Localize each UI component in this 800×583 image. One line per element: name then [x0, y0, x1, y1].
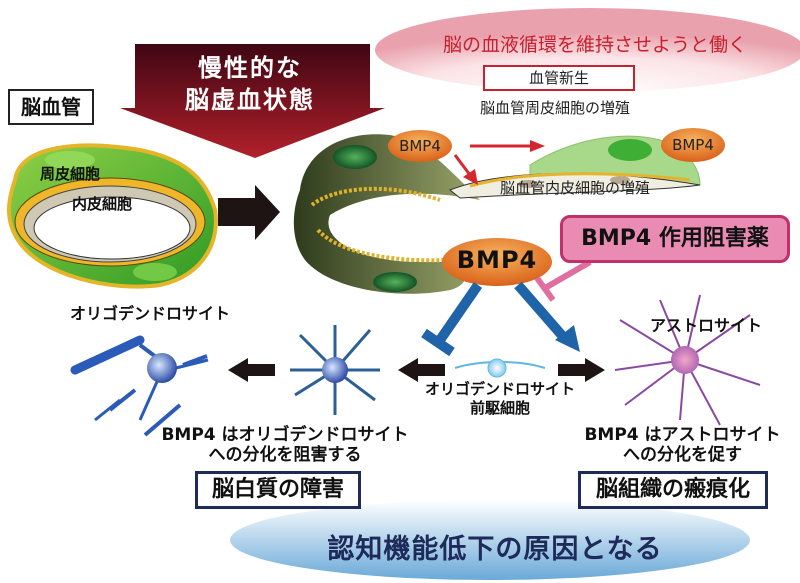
- astro-desc-line-1: BMP4 はアストロサイト: [584, 425, 781, 445]
- bmp4-label-small-left: BMP4: [399, 137, 441, 155]
- ischemia-arrow: [120, 44, 385, 158]
- arrow-to-astrocyte: [558, 358, 605, 382]
- damaged-vessel: [293, 134, 480, 294]
- conclusion-banner-shape: [230, 500, 750, 580]
- astrocyte-label: アストロサイト: [650, 316, 763, 335]
- astro-desc-line-2: への分化を促す: [623, 445, 742, 465]
- bmp4-oval-main: [442, 238, 552, 286]
- bmp4-inhibitor-label: BMP4 作用阻害薬: [560, 215, 790, 263]
- progression-arrow: [218, 185, 280, 240]
- healthy-vessel: [7, 143, 218, 289]
- ischemia-label: 慢性的な 脳虚血状態: [140, 52, 360, 116]
- endothelial-label: 内皮細胞: [72, 195, 133, 213]
- opc-label-line-2: 前駆細胞: [469, 399, 530, 417]
- tissue-scarring-box: 脳組織の瘢痕化: [578, 471, 768, 509]
- oligodendrocyte-label: オリゴデンドロサイト: [70, 304, 231, 323]
- opc-cell: [454, 358, 546, 378]
- inhibitor-connector: [534, 259, 592, 302]
- top-banner-shape: [375, 8, 800, 92]
- bmp4-oval-small-right: [661, 128, 725, 162]
- oligo-desc-line-1: BMP4 はオリゴデンドロサイト: [161, 425, 409, 445]
- ischemia-line-1: 慢性的な: [198, 54, 302, 82]
- bmp4-pathways: [421, 281, 580, 357]
- oligo-desc-line-2: への分化を阻害する: [208, 445, 362, 465]
- astrocyte-description: BMP4 はアストロサイト への分化を促す: [565, 425, 800, 465]
- angiogenesis-arrows: [453, 140, 545, 185]
- ischemia-line-2: 脳虚血状態: [185, 86, 315, 114]
- conclusion-text: 認知機能低下の原因となる: [327, 534, 663, 565]
- pericyte-label: 周皮細胞: [40, 165, 101, 183]
- oligodendrocyte-description: BMP4 はオリゴデンドロサイト への分化を阻害する: [150, 425, 420, 465]
- bmp4-oval-small-left: [388, 130, 452, 162]
- oligodendrocyte-cell: [70, 335, 209, 437]
- astrocyte-cell: [614, 294, 761, 426]
- pericyte-proliferation-label: 脳血管周皮細胞の増殖: [480, 99, 631, 117]
- bmp4-label-main: BMP4: [456, 246, 538, 274]
- cerebral-vessel-title: 脳血管: [8, 89, 94, 125]
- arrow-to-oligodendrocyte: [228, 358, 275, 382]
- arrow-to-oligo-precursor: [398, 358, 445, 382]
- endothelial-proliferation-label: 脳血管内皮細胞の増殖: [500, 179, 651, 197]
- premyelinating-oligodendrocyte: [290, 325, 380, 415]
- top-banner-text: 脳の血液循環を維持させようと働く: [442, 34, 747, 56]
- white-matter-damage-box: 脳白質の障害: [195, 471, 361, 509]
- angiogenesis-label: 血管新生: [483, 65, 635, 91]
- proliferating-vessel: [449, 135, 701, 199]
- bmp4-label-small-right: BMP4: [672, 136, 714, 154]
- opc-label-line-1: オリゴデンドロサイト: [424, 380, 575, 398]
- opc-label: オリゴデンドロサイト 前駆細胞: [410, 380, 590, 418]
